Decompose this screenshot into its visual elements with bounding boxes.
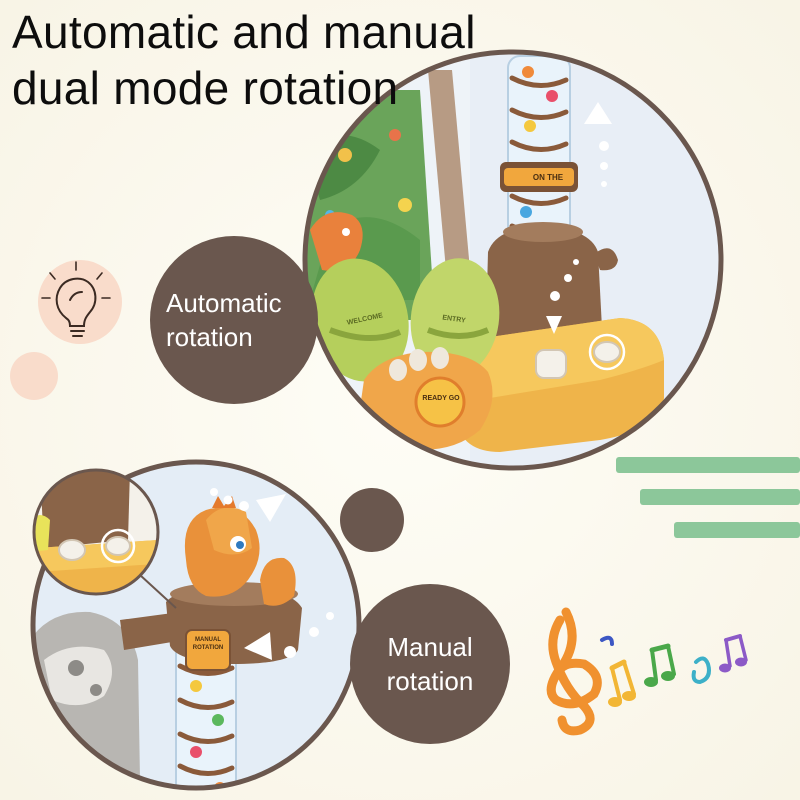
sign-label: ON THE	[532, 173, 564, 182]
automatic-callout-line-2: rotation	[166, 322, 253, 352]
automatic-mode-photo	[305, 52, 721, 468]
headline-line-1: Automatic and manual	[12, 6, 476, 58]
up-arrow-icon	[584, 102, 612, 187]
lightbulb-icon	[10, 260, 122, 400]
decor-dot	[340, 488, 404, 552]
manual-badge-label: MANUAL ROTATION	[192, 637, 224, 651]
manual-rotation-callout: Manual rotation	[350, 584, 510, 744]
closeup-connector	[139, 574, 177, 609]
automatic-mode-frame	[302, 49, 724, 471]
button-closeup-frame	[32, 468, 160, 596]
headline-line-2: dual mode rotation	[12, 62, 399, 114]
manual-callout-line-1: Manual	[387, 632, 473, 662]
automatic-rotation-callout: Automatic rotation	[150, 236, 318, 404]
ready-go-label: READY GO	[422, 395, 460, 402]
automatic-callout-line-1: Automatic	[166, 288, 282, 318]
music-notes-icon	[546, 607, 748, 736]
manual-arrow-icon	[244, 612, 334, 660]
play-arrow-icon	[210, 488, 286, 522]
down-arrow-icon	[546, 259, 579, 334]
green-stripes	[616, 457, 800, 538]
headline: Automatic and manual dual mode rotation	[12, 4, 476, 116]
manual-callout-line-2: rotation	[386, 666, 474, 696]
